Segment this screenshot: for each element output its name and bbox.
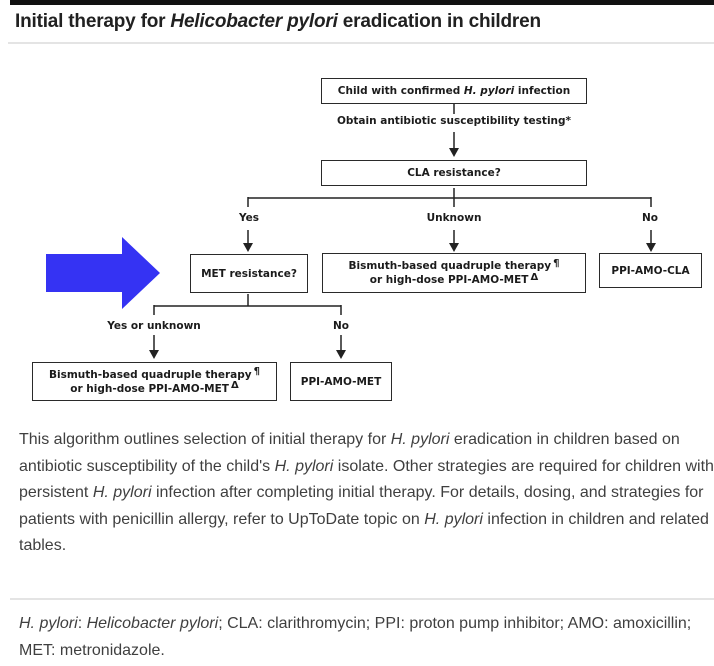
branch-label-no-2: No — [332, 320, 350, 332]
flow-box-ppi-amo-met: PPI-AMO-MET — [290, 362, 392, 401]
bismuth-line1: Bismuth-based quadruple therapy¶ — [48, 366, 261, 381]
flow-box-ppi-amo-cla: PPI-AMO-CLA — [599, 253, 702, 288]
top-window-edge-bar — [10, 0, 714, 5]
flowchart-connectors — [46, 104, 656, 359]
footer-divider — [10, 598, 714, 600]
flow-box-ppi-amo-met-label: PPI-AMO-MET — [300, 375, 382, 388]
flow-box-met-resistance: MET resistance? — [190, 254, 308, 293]
flow-box-confirmed-infection: Child with confirmed H. pylori infection — [321, 78, 587, 104]
flow-step-obtain-testing: Obtain antibiotic susceptibility testing… — [336, 115, 572, 127]
connector-arrows — [149, 132, 656, 359]
connector-lines — [153, 104, 652, 315]
branch-label-unknown: Unknown — [426, 212, 482, 224]
flow-box-met-resistance-label: MET resistance? — [201, 267, 297, 280]
branch-label-yes: Yes — [238, 212, 260, 224]
flow-box-ppi-amo-cla-label: PPI-AMO-CLA — [611, 264, 690, 277]
branch-label-no: No — [641, 212, 659, 224]
flow-box-bismuth-quadruple-mid: Bismuth-based quadruple therapy¶ or high… — [322, 253, 586, 293]
blue-pointer-arrow — [46, 237, 160, 309]
flow-box-confirmed-infection-label: Child with confirmed H. pylori infection — [337, 85, 571, 97]
flow-box-cla-resistance-label: CLA resistance? — [407, 167, 501, 179]
flow-box-cla-resistance: CLA resistance? — [321, 160, 587, 186]
title-divider — [8, 42, 714, 44]
algorithm-description: This algorithm outlines selection of ini… — [19, 431, 714, 555]
page-title: Initial therapy for Helicobacter pylori … — [15, 11, 541, 32]
bismuth-line1: Bismuth-based quadruple therapy¶ — [348, 257, 560, 272]
branch-label-yes-or-unknown: Yes or unknown — [107, 320, 201, 332]
abbreviations-text: H. pylori: Helicobacter pylori; CLA: cla… — [19, 615, 692, 659]
hpylori-therapy-flowchart: Child with confirmed H. pylori infection… — [32, 78, 702, 401]
flow-box-bismuth-quadruple-bottom: Bismuth-based quadruple therapy¶ or high… — [32, 362, 277, 401]
